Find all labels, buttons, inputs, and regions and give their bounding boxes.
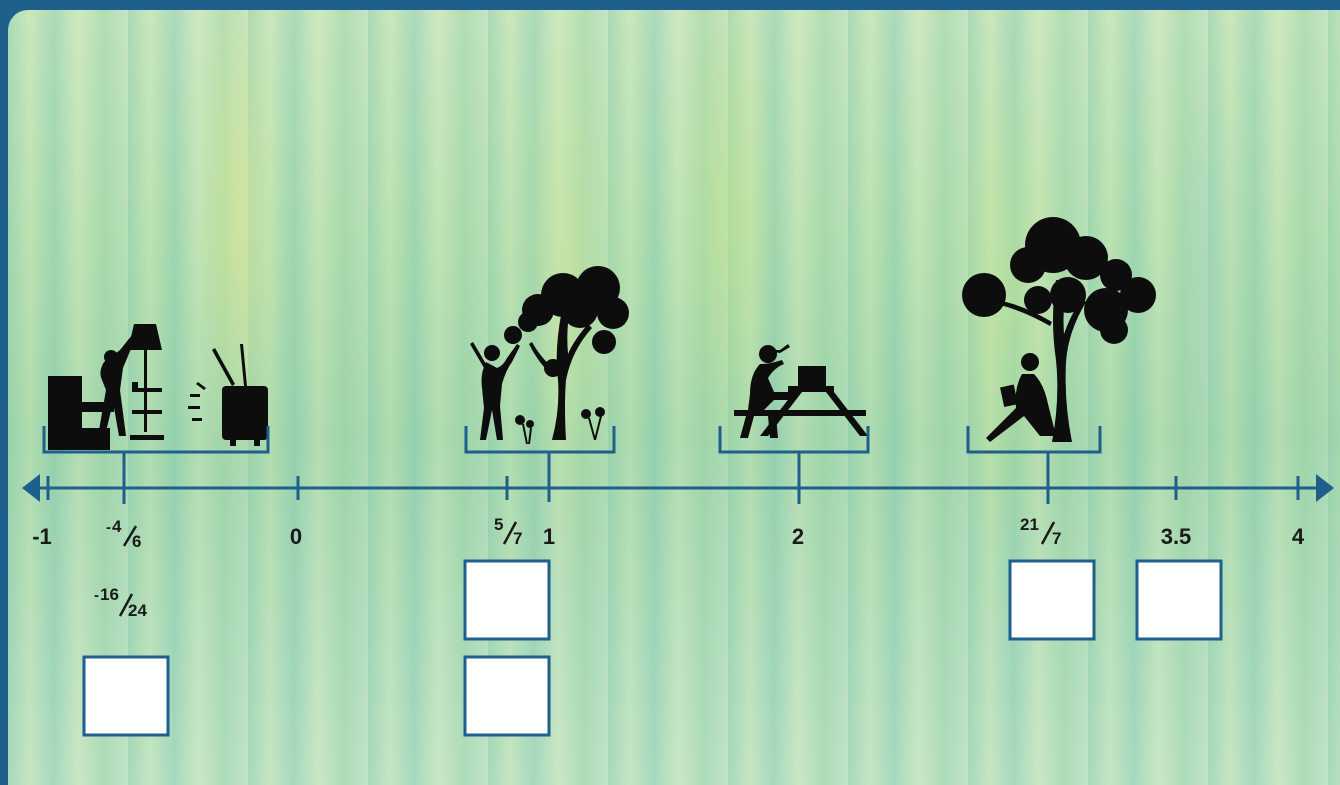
svg-text:-: - xyxy=(106,519,111,536)
label-zero: 0 xyxy=(290,524,302,549)
label-two: 2 xyxy=(792,524,804,549)
svg-text:7: 7 xyxy=(513,529,522,548)
label-neg-four-sixths: - 4 6 xyxy=(106,517,141,551)
label-four: 4 xyxy=(1292,524,1305,549)
answer-box-neg-two-thirds[interactable] xyxy=(84,657,168,735)
living-room-scene-icon xyxy=(48,324,268,450)
svg-text:-: - xyxy=(94,587,99,604)
svg-text:7: 7 xyxy=(1052,529,1061,548)
game-board: -1 0 1 2 3.5 4 - 4 6 - 16 24 5 7 xyxy=(8,10,1340,785)
svg-text:16: 16 xyxy=(100,585,119,604)
svg-text:21: 21 xyxy=(1020,515,1039,534)
answer-box-three-point-five[interactable] xyxy=(1137,561,1221,639)
answer-box-three[interactable] xyxy=(1010,561,1094,639)
svg-text:24: 24 xyxy=(128,601,147,620)
label-three-point-five: 3.5 xyxy=(1161,524,1192,549)
left-arrow-icon xyxy=(22,474,40,502)
garden-scene-icon xyxy=(470,266,629,444)
label-neg-sixteen-24ths: - 16 24 xyxy=(94,585,147,620)
right-arrow-icon xyxy=(1316,474,1334,502)
picnic-scene-icon xyxy=(734,344,868,438)
label-five-sevenths: 5 7 xyxy=(494,515,522,548)
tree-reading-scene-icon xyxy=(962,217,1156,442)
bracket-garden xyxy=(466,426,614,502)
label-twentyone-sevenths: 21 7 xyxy=(1020,515,1061,548)
answer-box-five-sevenths-b[interactable] xyxy=(465,657,549,735)
svg-text:4: 4 xyxy=(112,517,122,536)
number-line-scene: -1 0 1 2 3.5 4 - 4 6 - 16 24 5 7 xyxy=(8,10,1340,785)
svg-text:6: 6 xyxy=(132,532,141,551)
label-one: 1 xyxy=(543,524,555,549)
svg-text:5: 5 xyxy=(494,515,503,534)
label-neg-one: -1 xyxy=(32,524,52,549)
number-line xyxy=(22,474,1334,502)
answer-box-five-sevenths-a[interactable] xyxy=(465,561,549,639)
